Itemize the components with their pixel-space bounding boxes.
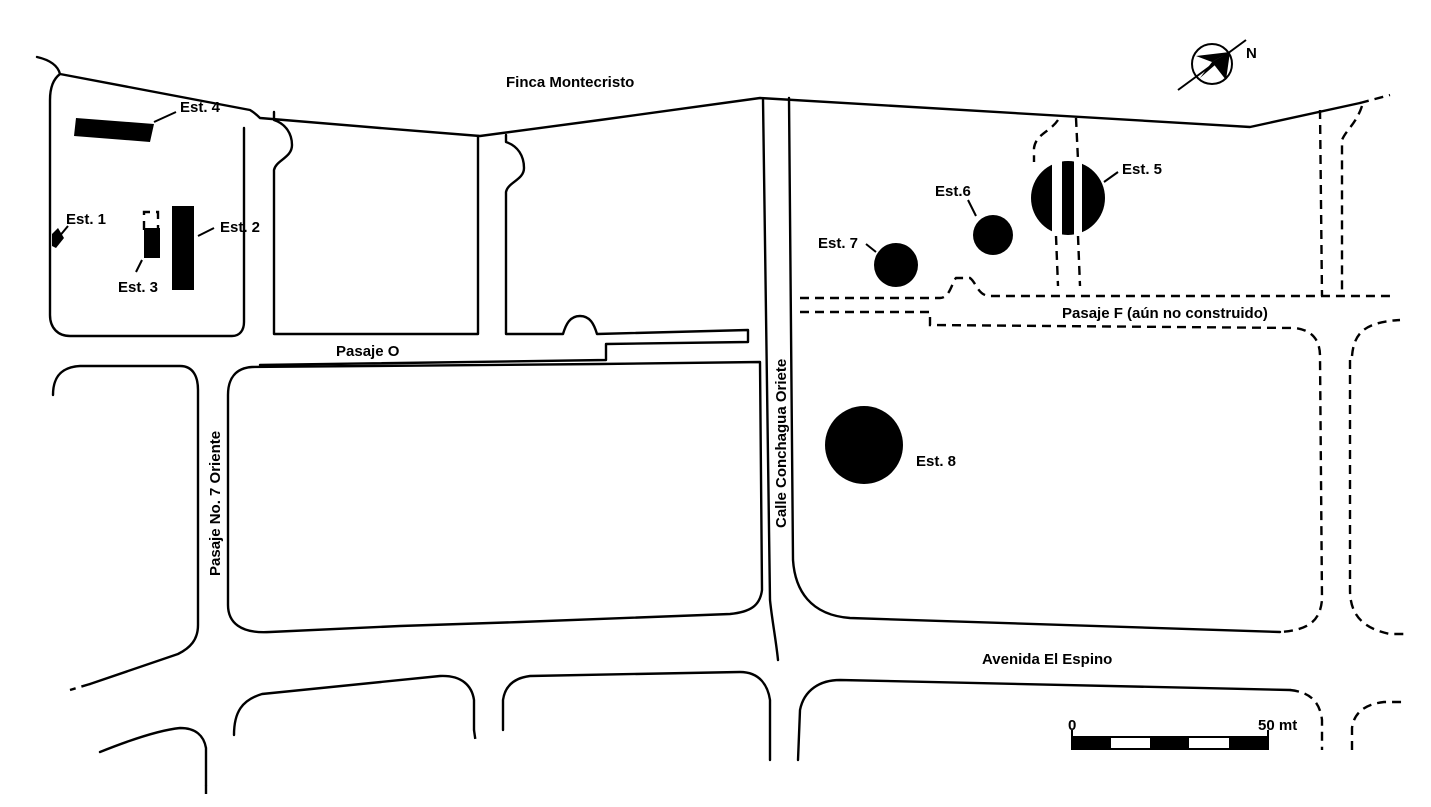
pasaje-f-north-line <box>800 276 1395 300</box>
est2-leader <box>197 227 215 237</box>
bottom-block-4-dashed <box>1289 688 1324 750</box>
pasaje-f-label: Pasaje F (aún no construido) <box>1062 305 1268 322</box>
est5-label: Est. 5 <box>1122 161 1162 178</box>
est6-label: Est.6 <box>935 183 971 200</box>
est4-label: Est. 4 <box>180 99 221 116</box>
est4-leader <box>153 111 177 123</box>
est8-feature <box>825 406 903 484</box>
east-dashed-vertical-2 <box>1340 105 1364 296</box>
est7-label: Est. 7 <box>818 235 858 252</box>
block-middle-west <box>272 110 480 336</box>
est1-label: Est. 1 <box>66 211 106 228</box>
calle-conchagua-label: Calle Conchagua Oriete <box>773 359 790 528</box>
est5-feature <box>1031 160 1105 236</box>
est6-feature <box>973 215 1013 255</box>
est8-label: Est. 8 <box>916 453 956 470</box>
est3-label: Est. 3 <box>118 279 158 296</box>
scale-end-label: 50 mt <box>1258 717 1297 734</box>
block-southwest <box>51 364 200 686</box>
block-west <box>48 72 246 338</box>
top-boundary <box>35 55 1362 138</box>
est2-feature <box>172 206 194 290</box>
bottom-block-3 <box>501 670 772 762</box>
block-southwest-dashed <box>69 682 91 692</box>
pasaje-7-label: Pasaje No. 7 Oriente <box>207 431 224 576</box>
bottom-block-1 <box>98 726 208 787</box>
finca-label: Finca Montecristo <box>506 74 634 91</box>
bottom-block-5-dashed <box>1350 700 1405 750</box>
trench-dashed-1 <box>1032 119 1059 162</box>
est2-label: Est. 2 <box>220 219 260 236</box>
scale-bar <box>1071 730 1269 750</box>
trench-dashed-4 <box>1076 235 1082 287</box>
calle-conchagua-east-line <box>787 96 1282 634</box>
block-south-middle <box>226 360 764 634</box>
bottom-block-2 <box>232 674 476 737</box>
bottom-block-2-dashed <box>472 729 478 745</box>
est7-leader <box>865 243 877 253</box>
bottom-block-4 <box>796 678 1292 762</box>
avenida-label: Avenida El Espino <box>982 651 1112 668</box>
block-middle-east <box>258 133 750 367</box>
est4-feature <box>74 118 154 142</box>
est3-dashed <box>142 210 160 230</box>
trench-dashed-3 <box>1054 235 1060 287</box>
east-block-dashed <box>1348 318 1405 636</box>
north-label: N <box>1246 45 1257 62</box>
north-arrow-icon <box>1177 39 1247 91</box>
est1-leader <box>57 225 69 239</box>
scale-start-label: 0 <box>1068 717 1076 734</box>
est5-leader <box>1103 171 1119 183</box>
pasaje-o-label: Pasaje O <box>336 343 400 360</box>
trench-dashed-2 <box>1074 117 1080 161</box>
est6-leader <box>967 199 977 217</box>
top-boundary-dashed-end <box>1359 93 1391 105</box>
est7-feature <box>874 243 918 287</box>
est3-leader <box>135 259 143 273</box>
pasaje-f-south-line <box>800 310 1324 634</box>
est3-feature <box>144 228 160 258</box>
calle-conchagua-west-line <box>761 97 780 662</box>
east-dashed-vertical-1 <box>1318 109 1324 297</box>
